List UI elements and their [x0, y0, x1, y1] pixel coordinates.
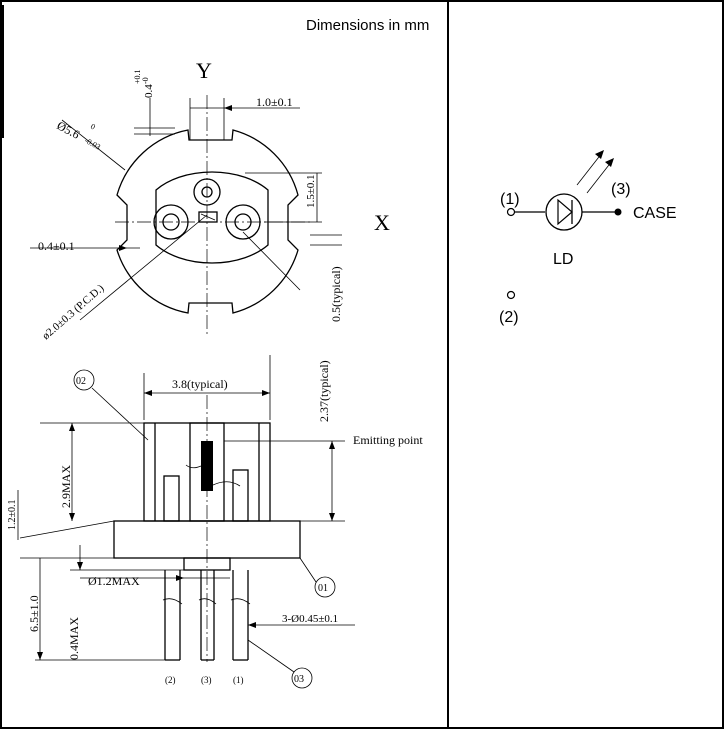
laser-chip [201, 441, 213, 491]
callout-03: 03 [294, 674, 304, 685]
stub-arrow [77, 562, 83, 570]
slot-width-tol-plus: +0.1 [133, 69, 142, 84]
callout-01-circle [314, 576, 336, 598]
emitting-point-label: Emitting point [353, 433, 423, 447]
bond-wire-right [212, 481, 241, 487]
emit-height-dim: 2.37(typical) [317, 360, 331, 422]
diode-triangle [557, 198, 573, 226]
lead-1-break [230, 598, 251, 605]
vertical-dim: 1.5±0.1 [305, 174, 317, 208]
case-label: CASE [633, 205, 677, 222]
device-label: LD [553, 251, 573, 268]
emission-arrow-1 [576, 152, 603, 186]
center-chip [198, 211, 218, 223]
flange-ext-top [19, 520, 115, 539]
pin-dia-arrow [176, 575, 184, 581]
diameter-leader [61, 119, 126, 171]
pcd-dim: ø2.0±0.3 (P.C.D.) [40, 282, 107, 342]
lead-2-break [162, 598, 183, 605]
flat-arrow [119, 245, 127, 251]
lead-dia-arrow [248, 622, 256, 628]
panel-divider [447, 0, 449, 729]
emission-arrow-head-2 [605, 158, 614, 167]
inner-window [155, 171, 269, 264]
bond-wire-left [185, 464, 202, 469]
inner-post-right [232, 469, 249, 522]
pcd-leader [79, 214, 208, 321]
y-axis-label: Y [196, 58, 212, 83]
pin-top-inner [201, 186, 213, 198]
side-view: 3.8(typical) 2.37(typical) Emitting poin… [7, 355, 423, 689]
pin2-terminal [506, 290, 516, 300]
pin-top-outer [193, 178, 221, 206]
width-arrow-right [262, 390, 270, 396]
lead-stub [183, 557, 231, 571]
callout-03-leader [247, 639, 295, 673]
x-axis-label: X [374, 210, 390, 235]
pin-right-inner [234, 213, 252, 231]
pin-label-2: (2) [165, 675, 176, 685]
width-dim: 3.8(typical) [172, 377, 228, 391]
diameter-dim: Ø5.6 [55, 118, 82, 141]
lead-len-arrow [37, 652, 43, 660]
lead-stub-dim: 0.4MAX [67, 617, 81, 660]
slot-width-dim: 0.4 [143, 84, 155, 98]
width-arrow-left [144, 390, 152, 396]
callout-03-circle [291, 667, 313, 689]
lead-length-dim: 6.5±1.0 [27, 595, 41, 632]
typical-dim: 0.5(typical) [329, 266, 343, 322]
callout-02-circle [73, 369, 95, 391]
pin-left-outer [153, 204, 189, 240]
left-edge-marker [0, 5, 4, 138]
offset-dim: 1.0±0.1 [256, 95, 293, 109]
emit-arrow-top [329, 441, 335, 449]
callout-02: 02 [76, 376, 86, 387]
chip-hatch [200, 213, 216, 221]
dimensions-note: Dimensions in mm [306, 17, 430, 34]
pin-label-3: (3) [201, 675, 212, 685]
typical-leader [242, 231, 301, 291]
callout-01: 01 [318, 583, 328, 594]
offset-arrow [224, 105, 232, 111]
flange-dim: 1.2±0.1 [7, 500, 18, 531]
pin1-label: (1) [500, 191, 520, 208]
pin1-terminal [506, 207, 516, 217]
diameter-tol-plus: 0 [89, 122, 97, 132]
pin-label-1: (1) [233, 675, 244, 685]
pin-right-outer [225, 204, 261, 240]
case-terminal [614, 208, 622, 216]
schematic: (1) (3) CASE LD (2) [499, 150, 677, 326]
flat-dim: 0.4±0.1 [38, 239, 75, 253]
callout-01-leader [299, 557, 317, 583]
emission-arrow-head-1 [595, 150, 604, 159]
callout-02-leader [91, 387, 149, 441]
package-outline [116, 129, 299, 314]
pin3-label: (3) [611, 181, 631, 198]
pin-diameter-dim: Ø1.2MAX [88, 574, 140, 588]
pin-left-inner [162, 213, 180, 231]
max-height-dim: 2.9MAX [59, 465, 73, 508]
top-view: Y X 0.4 +0.1 -0 1.0±0.1 Ø5.6 0 -0.03 1.5… [30, 58, 390, 342]
max-arrow-top [69, 423, 75, 431]
pin2-label: (2) [499, 309, 519, 326]
max-arrow-bottom [69, 513, 75, 521]
emit-arrow-bottom [329, 513, 335, 521]
lead-count-diameter-dim: 3-Ø0.45±0.1 [282, 613, 338, 625]
slot-width-tol-minus: -0 [141, 77, 150, 84]
emission-arrow-2 [586, 160, 613, 194]
lead-3-break [198, 598, 217, 605]
inner-post-left [163, 475, 180, 522]
